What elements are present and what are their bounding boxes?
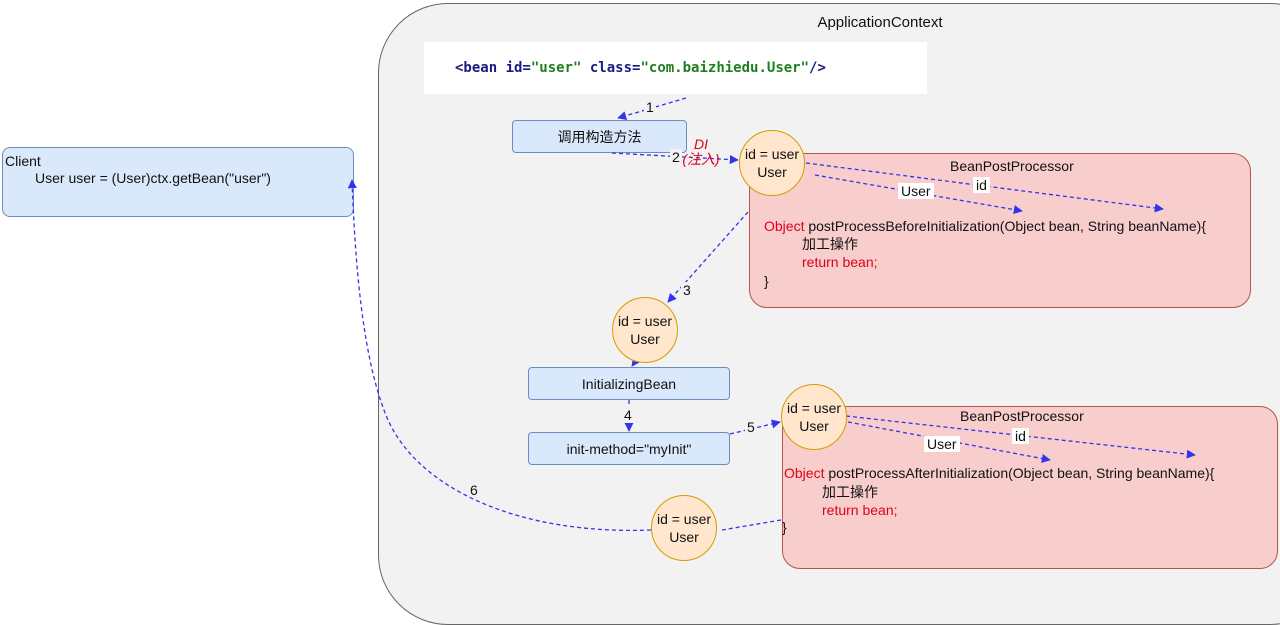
- bean-class-label: User: [630, 331, 660, 347]
- bean-class-label: User: [757, 164, 787, 180]
- bpp-after-title: BeanPostProcessor: [960, 408, 1084, 424]
- bpp-after-box: [782, 406, 1278, 569]
- bean-circle-processed: id = user User: [612, 297, 678, 363]
- client-code: User user = (User)ctx.getBean("user"): [35, 170, 271, 186]
- xml-id-value: "user": [530, 60, 582, 76]
- step-number-6: 6: [470, 482, 478, 498]
- bpp-before-method: postProcessBeforeInitialization(Object b…: [804, 218, 1207, 234]
- bean-xml-definition: <bean id="user" class="com.baizhiedu.Use…: [424, 42, 927, 94]
- bpp-after-method: postProcessAfterInitialization(Object be…: [824, 465, 1215, 481]
- edge-label-user-after: User: [924, 436, 960, 452]
- arrow-3: [667, 211, 749, 303]
- bean-id-label: id = user: [786, 400, 842, 416]
- arrow-id-before: [805, 162, 1164, 213]
- initializing-bean-box: InitializingBean: [528, 367, 730, 400]
- bpp-after-signature: Object postProcessAfterInitialization(Ob…: [784, 464, 1214, 482]
- bean-id-label: id = user: [744, 146, 800, 162]
- constructor-step-box: 调用构造方法: [512, 120, 687, 153]
- edge-label-user-before: User: [898, 183, 934, 199]
- flow-arrows: [347, 97, 1196, 532]
- step-number-5: 5: [745, 419, 757, 435]
- arrow-5: [729, 419, 781, 435]
- xml-class-attr: class=: [581, 60, 641, 76]
- application-context-title: ApplicationContext: [817, 14, 943, 31]
- bean-id-label: id = user: [656, 511, 712, 527]
- bean-id-label: id = user: [617, 313, 673, 329]
- init-method-box: init-method="myInit": [528, 432, 730, 465]
- di-annotation: DI (注入): [676, 137, 726, 167]
- constructor-step-label: 调用构造方法: [557, 128, 642, 145]
- bpp-before-signature: Object postProcessBeforeInitialization(O…: [764, 217, 1206, 235]
- bpp-before-return: return bean;: [802, 254, 878, 270]
- arrow-user-after: [847, 421, 1051, 463]
- bpp-before-body: 加工操作: [802, 236, 858, 252]
- edge-label-id-before: id: [973, 177, 990, 193]
- client-title: Client: [5, 153, 41, 169]
- xml-class-value: "com.baizhiedu.User": [640, 60, 810, 76]
- initializing-bean-label: InitializingBean: [581, 375, 677, 392]
- xml-close-tag: />: [809, 60, 826, 76]
- step-number-3: 3: [681, 282, 693, 298]
- xml-id-attr: id=: [505, 60, 531, 76]
- bean-class-label: User: [799, 418, 829, 434]
- bpp-before-box: [749, 153, 1251, 308]
- bpp-before-close: }: [764, 273, 769, 289]
- client-box: Client User user = (User)ctx.getBean("us…: [2, 147, 354, 217]
- bpp-after-keyword: Object: [784, 465, 825, 481]
- bpp-before-keyword: Object: [764, 218, 805, 234]
- bpp-after-body: 加工操作: [822, 484, 878, 500]
- arrow-bpp-after-out: [721, 519, 782, 531]
- bean-class-label: User: [669, 529, 699, 545]
- edge-label-id-after: id: [1012, 428, 1029, 444]
- di-label: DI: [694, 136, 708, 152]
- init-method-label: init-method="myInit": [566, 440, 692, 457]
- bpp-before-title: BeanPostProcessor: [950, 158, 1074, 174]
- bpp-after-close: }: [782, 519, 787, 535]
- xml-open-tag: <bean: [455, 60, 506, 76]
- arrow-6: [347, 179, 652, 532]
- step-number-4: 4: [622, 407, 634, 423]
- bpp-after-return: return bean;: [822, 502, 898, 518]
- bean-circle-final: id = user User: [651, 495, 717, 561]
- step-number-2: 2: [670, 149, 682, 165]
- bean-circle-initialized: id = user User: [781, 384, 847, 450]
- step-number-1: 1: [644, 99, 656, 115]
- bean-circle-created: id = user User: [739, 130, 805, 196]
- di-sublabel: (注入): [682, 151, 720, 167]
